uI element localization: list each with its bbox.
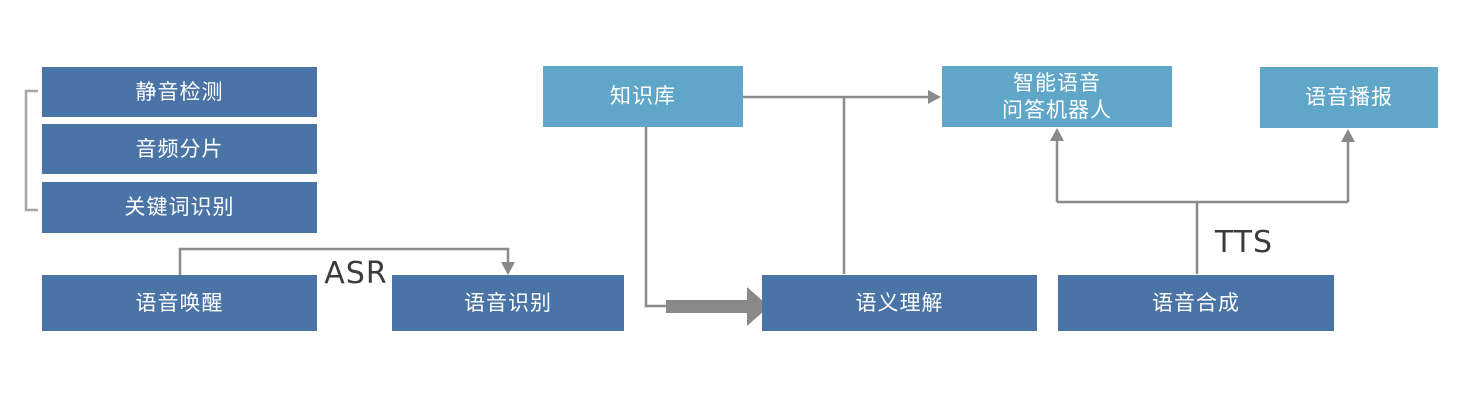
edge-synthesis-to-broadcast-arrowhead xyxy=(1341,129,1355,142)
node-semantic-understanding-label: 语义理解 xyxy=(855,290,944,315)
edge-label-asr: ASR xyxy=(324,256,388,291)
edge-tts-branches-line xyxy=(1055,141,1350,274)
edge-synthesis-to-robot-arrowhead xyxy=(1050,128,1064,141)
node-knowledge-base-label: 知识库 xyxy=(610,84,676,108)
thick-arrow-body xyxy=(666,300,747,313)
node-voice-broadcast: 语音播报 xyxy=(1260,67,1438,128)
node-speech-recognition-label: 语音识别 xyxy=(464,290,552,315)
node-qa-robot-label-line2: 问答机器人 xyxy=(1002,97,1112,122)
node-speech-synthesis-label: 语音合成 xyxy=(1152,290,1240,315)
edge-kb-down-elbow-line xyxy=(644,127,667,308)
node-qa-robot-label-line1: 智能语音 xyxy=(1013,70,1101,95)
node-audio-segmentation: 音频分片 xyxy=(42,124,317,174)
node-speech-recognition: 语音识别 xyxy=(392,275,624,331)
node-silence-detection: 静音检测 xyxy=(42,67,317,117)
node-voice-wakeup: 语音唤醒 xyxy=(42,275,317,331)
node-knowledge-base: 知识库 xyxy=(543,66,743,127)
edge-wakeup-to-recognition-line xyxy=(178,247,510,275)
node-voice-broadcast-label: 语音播报 xyxy=(1305,85,1393,109)
node-keyword-recognition: 关键词识别 xyxy=(42,182,317,233)
node-silence-detection-label: 静音检测 xyxy=(135,79,224,104)
node-speech-synthesis: 语音合成 xyxy=(1058,275,1334,331)
edge-kb-to-robot-arrowhead xyxy=(928,90,941,104)
node-qa-robot: 智能语音 问答机器人 xyxy=(942,66,1172,127)
node-voice-wakeup-label: 语音唤醒 xyxy=(135,290,224,315)
thick-arrow-head xyxy=(747,287,769,326)
group-bracket xyxy=(24,89,38,212)
node-semantic-understanding: 语义理解 xyxy=(762,275,1037,331)
edge-label-tts: TTS xyxy=(1214,225,1274,260)
edge-wakeup-to-recognition-arrowhead xyxy=(501,262,515,275)
node-keyword-recognition-label: 关键词识别 xyxy=(124,195,235,219)
node-audio-segmentation-label: 音频分片 xyxy=(135,136,224,161)
